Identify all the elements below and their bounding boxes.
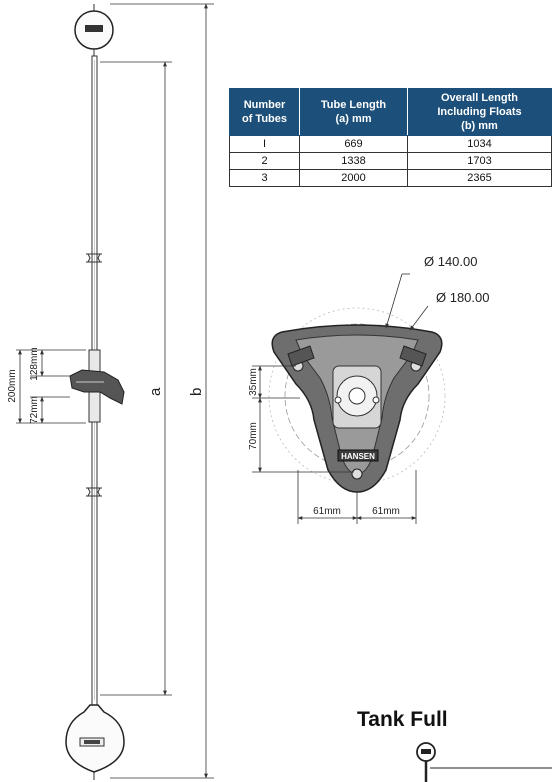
hansen-logo: HANSEN <box>341 452 375 461</box>
top-float <box>74 4 114 56</box>
table-header-row: Number of Tubes Tube Length (a) mm Overa… <box>229 88 552 136</box>
dimension-72mm: 72mm <box>29 396 40 424</box>
dimension-35mm: 35mm <box>248 368 259 396</box>
table-cell: 2365 <box>407 169 552 187</box>
tank-full-title: Tank Full <box>357 708 448 731</box>
tank-full-indicator <box>416 742 552 782</box>
header-tube-length: Tube Length (a) mm <box>299 88 408 136</box>
horizontal-dimension-lines <box>297 470 417 524</box>
dimension-lines-ab <box>100 3 214 779</box>
tube-length-table: Number of Tubes Tube Length (a) mm Overa… <box>229 88 552 187</box>
dimension-70mm: 70mm <box>248 422 259 450</box>
tube-joint-upper <box>86 253 102 263</box>
vertical-dimension-lines <box>252 365 354 473</box>
side-view-assembly <box>65 4 125 780</box>
mounting-bracket <box>69 349 125 423</box>
table-cell: 1034 <box>407 135 552 153</box>
dimension-61mm-left: 61mm <box>313 506 341 517</box>
header-overall-length: Overall Length Including Floats (b) mm <box>407 88 552 136</box>
table-cell: 2000 <box>299 169 408 187</box>
dimension-200mm: 200mm <box>7 369 18 402</box>
header-number-of-tubes: Number of Tubes <box>229 88 300 136</box>
diameter-leaders <box>385 273 429 331</box>
bracket-dimension-lines <box>16 349 86 424</box>
table-cell: 1703 <box>407 152 552 170</box>
dimension-dia-180: Ø 180.00 <box>436 290 490 305</box>
dimension-128mm: 128mm <box>29 347 40 380</box>
bracket-top-view: HANSEN <box>268 307 446 493</box>
bottom-float <box>65 704 125 780</box>
dimension-61mm-right: 61mm <box>372 506 400 517</box>
table-row: 3 2000 2365 <box>229 169 552 187</box>
dimension-label-b: b <box>188 388 205 396</box>
dimension-dia-140: Ø 140.00 <box>424 254 478 269</box>
tube-joint-lower <box>86 487 102 497</box>
dimension-label-a: a <box>147 387 164 396</box>
